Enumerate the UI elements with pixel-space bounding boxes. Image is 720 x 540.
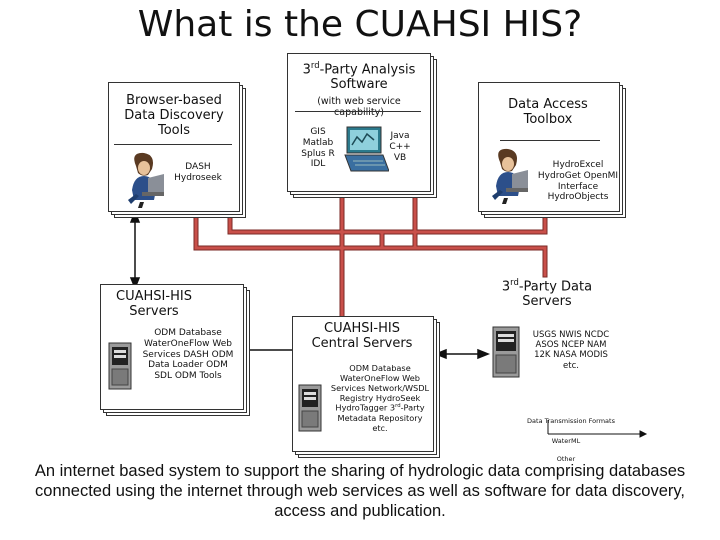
data-format-other: Other bbox=[556, 455, 576, 463]
analysis-software-left-items: GIS Matlab Splus R IDL bbox=[301, 127, 335, 170]
analysis-software-panel: 3rd-Party Analysis Software (with web se… bbox=[287, 53, 437, 198]
server-icon bbox=[298, 384, 322, 432]
third-party-data-heading: 3rd-Party Data Servers bbox=[501, 277, 593, 310]
server-icon bbox=[108, 342, 132, 390]
server-icon bbox=[492, 326, 520, 378]
user-at-laptop-icon bbox=[128, 152, 164, 208]
analysis-software-subheading: (with web service capability) bbox=[317, 96, 401, 118]
his-servers-items: ODM Database WaterOneFlow Web Services D… bbox=[142, 328, 234, 382]
analysis-software-right-items: Java C++ VB bbox=[389, 131, 411, 163]
data-access-items: HydroExcel HydroGet OpenMI Interface Hyd… bbox=[537, 160, 619, 203]
data-format-waterml: WaterML bbox=[551, 437, 581, 445]
page-title: What is the CUAHSI HIS? bbox=[137, 4, 583, 45]
data-formats-label: Data Transmission Formats bbox=[527, 417, 615, 425]
data-access-heading: Data Access Toolbox bbox=[508, 97, 588, 127]
central-servers-panel: CUAHSI-HIS Central Servers ODM Database … bbox=[292, 316, 440, 458]
browser-tools-panel: Browser-based Data Discovery Tools DASH … bbox=[108, 82, 246, 218]
central-servers-items: ODM Database WaterOneFlow Web Services N… bbox=[330, 363, 430, 433]
his-servers-panel: CUAHSI-HIS Servers ODM Database WaterOne… bbox=[100, 284, 250, 416]
browser-tools-items: DASH Hydroseek bbox=[174, 162, 222, 183]
laptop-icon bbox=[344, 126, 389, 172]
central-servers-heading: CUAHSI-HIS Central Servers bbox=[311, 321, 413, 351]
his-servers-heading: CUAHSI-HIS Servers bbox=[116, 289, 192, 319]
data-access-panel: Data Access Toolbox HydroExcel HydroGet … bbox=[478, 82, 626, 218]
analysis-software-heading: 3rd-Party Analysis Software bbox=[302, 60, 416, 93]
footer-caption: An internet based system to support the … bbox=[34, 462, 686, 520]
browser-tools-heading: Browser-based Data Discovery Tools bbox=[124, 93, 224, 138]
user-at-laptop-icon bbox=[492, 148, 528, 204]
third-party-data-items: USGS NWIS NCDC ASOS NCEP NAM 12K NASA MO… bbox=[532, 330, 610, 371]
